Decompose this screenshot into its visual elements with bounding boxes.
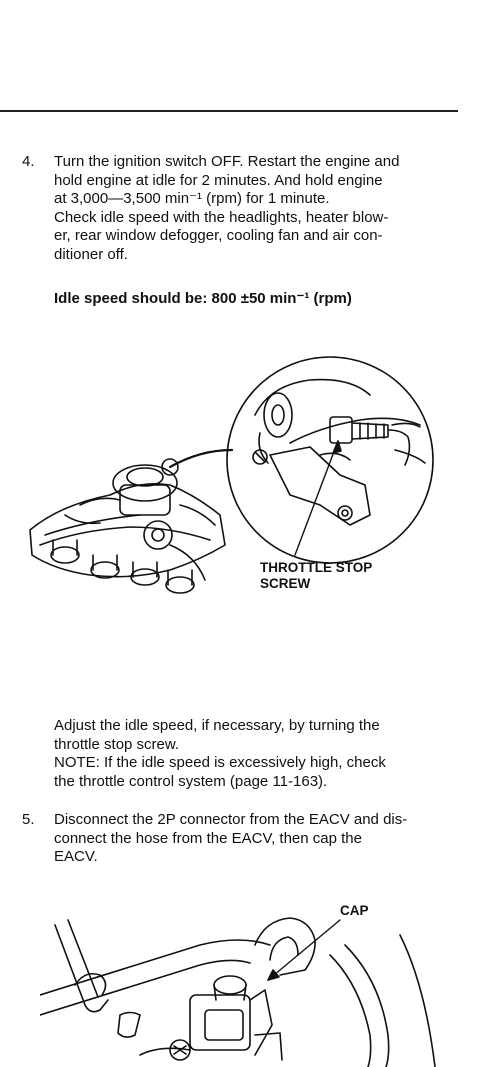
idle-speed-spec: Idle speed should be: 800 ±50 min⁻¹ (rpm…	[54, 290, 352, 307]
step-5-number: 5.	[22, 811, 35, 828]
throttle-stop-screw-label: THROTTLE STOP SCREW	[260, 560, 372, 592]
step-4-number: 4.	[22, 153, 35, 170]
cap-label: CAP	[340, 903, 369, 918]
throttle-body-illustration	[29, 356, 434, 594]
adjust-line: NOTE: If the idle speed is excessively h…	[54, 754, 386, 771]
step-4-line: ditioner off.	[54, 245, 128, 263]
adjust-line: the throttle control system (page 11-163…	[54, 772, 328, 790]
step-4-line: at 3,000—3,500 min⁻¹ (rpm) for 1 minute.	[54, 190, 330, 207]
step-5-line: Disconnect the 2P connector from the EAC…	[54, 811, 408, 828]
step-4-line: Turn the ignition switch OFF. Restart th…	[54, 153, 400, 170]
adjust-line: throttle stop screw.	[54, 735, 180, 753]
eacv-cap-illustration	[40, 917, 436, 1067]
adjust-line: Adjust the idle speed, if necessary, by …	[54, 717, 380, 734]
callout-line: THROTTLE STOP	[260, 560, 373, 575]
header-rule	[0, 110, 458, 112]
step-4-line: hold engine at idle for 2 minutes. And h…	[54, 171, 383, 189]
step-4-line: er, rear window defogger, cooling fan an…	[54, 227, 383, 244]
callout-line: SCREW	[260, 576, 311, 591]
step-5-text: Disconnect the 2P connector from the EAC…	[54, 811, 438, 867]
step-5-line: connect the hose from the EACV, then cap…	[54, 829, 362, 847]
step-5-line: EACV.	[54, 848, 98, 865]
step-4-line: Check idle speed with the headlights, he…	[54, 208, 389, 226]
step-4-text: Turn the ignition switch OFF. Restart th…	[54, 153, 438, 264]
adjust-text: Adjust the idle speed, if necessary, by …	[54, 717, 438, 791]
